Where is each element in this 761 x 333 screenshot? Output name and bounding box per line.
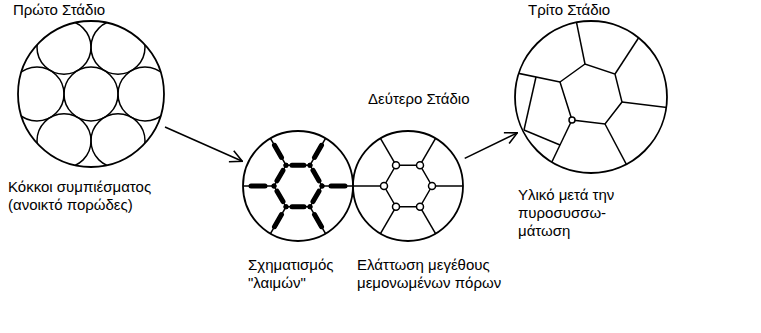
flow-arrow [465, 133, 518, 159]
stage-circle [241, 129, 355, 243]
powder-grains [10, 20, 172, 168]
stage-node: Ελάττωση μεγέθους μεμονωμένων πόρων [350, 128, 525, 294]
stage-caption: Σχηματισμός "λαιμών" [248, 256, 353, 292]
stage-heading: Τρίτο Στάδιο [528, 1, 658, 19]
stage-node: Σχηματισμός "λαιμών" [240, 128, 358, 294]
stage-caption: Υλικό μετά την πυροσυσσω- μάτωση [518, 186, 643, 240]
stage-outline [243, 131, 353, 241]
stage-caption: Ελάττωση μεγέθους μεμονωμένων πόρων [357, 256, 522, 292]
stage-circle [16, 19, 166, 169]
grain-network [512, 15, 672, 175]
stage-outline [515, 21, 667, 173]
stage-node: Τρίτο ΣτάδιοΥλικό μετά την πυροσυσσω- μά… [512, 0, 677, 242]
neck-network [240, 136, 356, 236]
stage-node: Πρώτο ΣτάδιοΚόκκοι συμπιέσματος (ανοικτό… [6, 0, 211, 216]
stage-caption: Κόκκοι συμπιέσματος (ανοικτό πορώδες) [8, 178, 188, 214]
stage-label: Δεύτερο Στάδιο [368, 90, 470, 108]
stage-circle [513, 19, 669, 175]
pore-network [350, 136, 466, 236]
stage-circle [351, 129, 465, 243]
stage-outline [18, 21, 164, 167]
stage-heading: Πρώτο Στάδιο [13, 1, 183, 19]
stage-outline [353, 131, 463, 241]
flow-arrow [165, 127, 242, 161]
